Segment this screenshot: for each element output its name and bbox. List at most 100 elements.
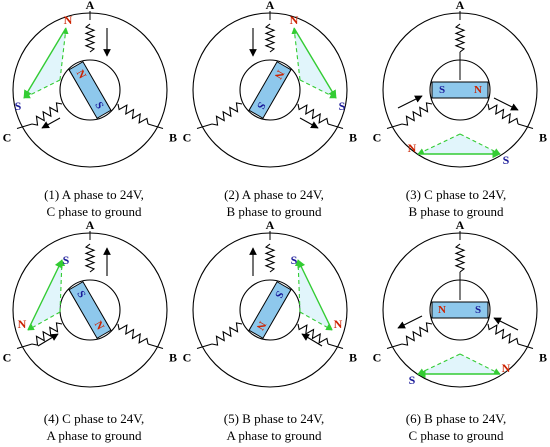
phase-b-lead: [147, 123, 164, 129]
caption-line-1: (4) C phase to 24V,: [43, 411, 145, 426]
phase-c-label: C: [3, 131, 12, 145]
phase-b-label: B: [349, 131, 357, 145]
field-vector-phase-2: [294, 259, 302, 313]
phase-a-label: A: [86, 0, 95, 12]
phase-b-lead: [327, 343, 344, 349]
rotor-magnet: NS: [248, 61, 292, 119]
field-north-label: N: [64, 13, 73, 27]
phase-b-lead: [517, 123, 534, 129]
phase-c-winding: [401, 322, 433, 346]
phase-b-label: B: [539, 131, 547, 145]
field-vector-resultant: [23, 27, 67, 99]
panel-5-caption: (5) B phase to 24V, A phase to ground: [184, 410, 364, 444]
phase-b-winding: [117, 323, 149, 345]
caption-line-1: (3) C phase to 24V,: [405, 187, 507, 202]
field-vector-phase-1: [59, 27, 69, 81]
current-arrow: [397, 315, 423, 329]
rotor-south-pole: S: [74, 289, 87, 300]
rotor-bar: [248, 61, 292, 119]
current-arrow: [493, 317, 519, 331]
field-vector-resultant: [297, 259, 333, 331]
phase-a-winding: [454, 23, 466, 53]
current-arrow: [41, 117, 61, 129]
phase-a-winding: [264, 243, 276, 273]
caption-line-2: C phase to ground: [408, 428, 504, 443]
rotor-south-pole: S: [254, 100, 267, 111]
rotor-south-pole: S: [272, 289, 285, 300]
rotor-south-pole: S: [475, 304, 481, 316]
caption-line-1: (6) B phase to 24V,: [405, 411, 507, 426]
field-vector-area: [418, 354, 500, 374]
phase-b-label: B: [169, 351, 177, 365]
field-vector-resultant: [293, 27, 337, 99]
phase-c-lead: [16, 343, 33, 349]
phase-a-winding: [84, 23, 96, 53]
current-arrow: [397, 95, 423, 109]
field-north-label: N: [502, 361, 511, 375]
phase-a-label: A: [266, 0, 275, 12]
field-vector-area: [418, 134, 500, 154]
phase-b-lead: [147, 343, 164, 349]
phase-a-winding: [264, 23, 276, 53]
rotor-magnet: NS: [68, 61, 112, 119]
phase-c-lead: [386, 343, 403, 349]
rotor-north-pole: N: [474, 84, 482, 96]
current-arrow: [299, 117, 319, 129]
field-north-label: N: [290, 13, 299, 27]
field-vector-phase-1: [291, 27, 301, 81]
field-vector-phase-1: [417, 133, 461, 155]
current-arrow: [301, 333, 323, 347]
phase-c-label: C: [183, 131, 192, 145]
rotor-bar: [431, 301, 489, 319]
caption-line-2: A phase to ground: [46, 428, 142, 443]
phase-c-winding: [31, 102, 63, 126]
rotor-bar: [68, 61, 112, 119]
phase-b-winding: [117, 103, 149, 125]
field-vector-phase-1: [299, 311, 333, 331]
phase-b-lead: [517, 343, 534, 349]
phase-c-label: C: [373, 351, 382, 365]
panel-2-caption: (2) A phase to 24V, B phase to ground: [184, 186, 364, 220]
phase-a-winding: [84, 243, 96, 273]
phase-b-winding: [297, 323, 329, 345]
phase-b-winding: [487, 103, 519, 125]
field-vector-phase-2: [58, 259, 66, 313]
caption-line-1: (1) A phase to 24V,: [44, 187, 144, 202]
rotor-south-pole: S: [439, 84, 445, 96]
field-south-label: S: [291, 253, 298, 267]
phase-a-label: A: [456, 0, 465, 12]
caption-line-1: (5) B phase to 24V,: [223, 411, 325, 426]
field-south-label: S: [409, 373, 416, 387]
phase-c-winding: [31, 322, 63, 346]
caption-line-2: B phase to ground: [408, 204, 504, 219]
caption-line-2: B phase to ground: [226, 204, 322, 219]
phase-a-winding: [454, 243, 466, 273]
phase-b-winding: [297, 103, 329, 125]
panel-6-caption: (6) B phase to 24V, C phase to ground: [366, 410, 546, 444]
panel-1-caption: (1) A phase to 24V, C phase to ground: [4, 186, 184, 220]
field-vector-resultant: [27, 259, 63, 331]
phase-b-label: B: [539, 351, 547, 365]
phase-c-label: C: [183, 351, 192, 365]
phase-c-winding: [211, 322, 243, 346]
rotor-bar: [248, 281, 292, 339]
field-vector-phase-1: [27, 311, 61, 331]
rotor-south-pole: S: [92, 100, 105, 111]
phase-a-label: A: [86, 218, 95, 232]
rotor-north-pole: N: [438, 304, 446, 316]
phase-c-winding: [401, 102, 433, 126]
phase-a-label: A: [266, 218, 275, 232]
phase-c-winding: [211, 102, 243, 126]
phase-c-lead: [196, 123, 213, 129]
rotor-bar: [68, 281, 112, 339]
rotor-magnet: NS: [431, 81, 489, 99]
field-south-label: S: [503, 153, 510, 167]
panel-4-caption: (4) C phase to 24V, A phase to ground: [4, 410, 184, 444]
field-north-label: N: [408, 141, 417, 155]
phase-c-lead: [196, 343, 213, 349]
